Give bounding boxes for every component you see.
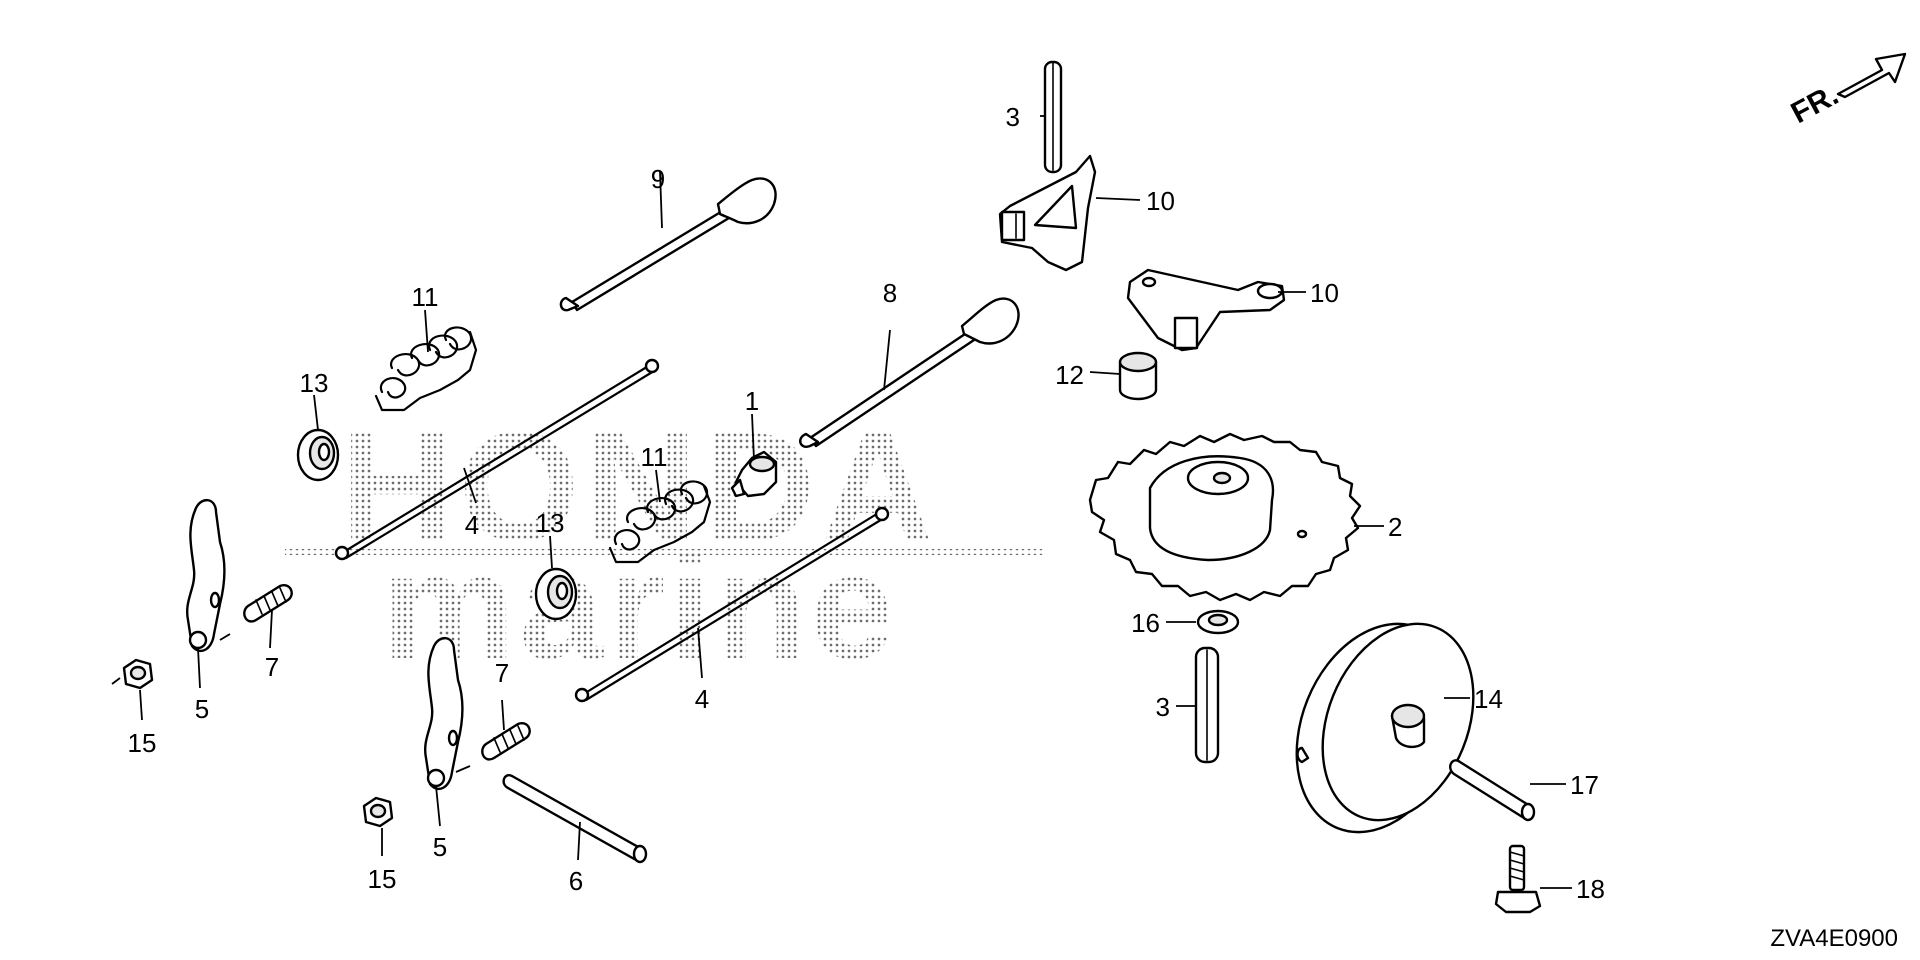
part-valve-9 bbox=[559, 177, 777, 312]
callout-5-left: 5 bbox=[195, 694, 209, 724]
callout-15-left: 15 bbox=[128, 728, 157, 758]
callout-7-left: 7 bbox=[265, 652, 279, 682]
callout-9: 9 bbox=[651, 164, 665, 194]
part-valve-spring-11-upper bbox=[374, 326, 478, 412]
watermark-line2: marine bbox=[382, 522, 898, 690]
callout-10-upper: 10 bbox=[1146, 186, 1175, 216]
part-governor-plate-14 bbox=[1295, 622, 1475, 834]
callout-5-right: 5 bbox=[433, 832, 447, 862]
part-lifter-10-upper bbox=[998, 154, 1097, 272]
callout-11-lower: 11 bbox=[641, 442, 668, 472]
callout-7-right: 7 bbox=[495, 658, 509, 688]
part-push-rod-4-lower bbox=[574, 506, 890, 703]
part-washer-16 bbox=[1196, 609, 1240, 635]
callout-13-lower: 13 bbox=[536, 508, 565, 538]
part-lifter-10-lower bbox=[1126, 268, 1286, 352]
callout-11-upper: 11 bbox=[412, 282, 439, 312]
part-nut-15-right bbox=[362, 796, 394, 828]
callout-16: 16 bbox=[1131, 608, 1160, 638]
front-arrow-icon bbox=[1836, 52, 1907, 99]
callout-3-upper: 3 bbox=[1006, 102, 1020, 132]
part-stem-seal-1 bbox=[730, 450, 778, 498]
part-adjusting-screw-7-right bbox=[481, 722, 531, 761]
part-retainer-13-upper bbox=[296, 428, 340, 482]
callout-10-lower: 10 bbox=[1310, 278, 1339, 308]
callout-4-upper: 4 bbox=[465, 510, 479, 540]
callout-labels: 3 10 10 12 9 8 1 11 11 13 13 4 4 5 5 7 7… bbox=[128, 102, 1605, 904]
part-valve-8 bbox=[799, 297, 1020, 448]
front-direction-indicator: FR. bbox=[1786, 52, 1907, 130]
callout-1: 1 bbox=[745, 386, 759, 416]
part-rocker-arm-5-right bbox=[423, 637, 464, 791]
callout-13-upper: 13 bbox=[300, 368, 329, 398]
part-nut-15-left bbox=[122, 658, 154, 690]
callout-18: 18 bbox=[1576, 874, 1605, 904]
part-bolt-18 bbox=[1494, 844, 1542, 914]
callout-2: 2 bbox=[1388, 512, 1402, 542]
diagram-code: ZVA4E0900 bbox=[1770, 925, 1898, 952]
part-adjusting-screw-7-left bbox=[243, 584, 293, 623]
callout-4-lower: 4 bbox=[695, 684, 709, 714]
part-pin-17 bbox=[1449, 759, 1536, 822]
part-shaft-3-upper bbox=[1043, 60, 1063, 174]
part-shaft-6 bbox=[502, 774, 648, 864]
callout-14: 14 bbox=[1474, 684, 1503, 714]
part-retainer-13-lower bbox=[534, 567, 578, 621]
part-collar-12 bbox=[1118, 351, 1158, 401]
part-camshaft-gear-2 bbox=[1088, 432, 1362, 602]
part-push-rod-4-upper bbox=[334, 358, 660, 561]
callout-6: 6 bbox=[569, 866, 583, 896]
front-label: FR. bbox=[1786, 78, 1844, 130]
callout-8: 8 bbox=[883, 278, 897, 308]
callout-15-right: 15 bbox=[368, 864, 397, 894]
leader-lines bbox=[111, 115, 1572, 889]
callout-3-lower: 3 bbox=[1156, 692, 1170, 722]
part-shaft-3-lower bbox=[1194, 646, 1220, 764]
part-rocker-arm-5-left bbox=[185, 499, 226, 653]
callout-17: 17 bbox=[1570, 770, 1599, 800]
part-valve-spring-11-lower bbox=[608, 480, 712, 564]
callout-12: 12 bbox=[1055, 360, 1084, 390]
